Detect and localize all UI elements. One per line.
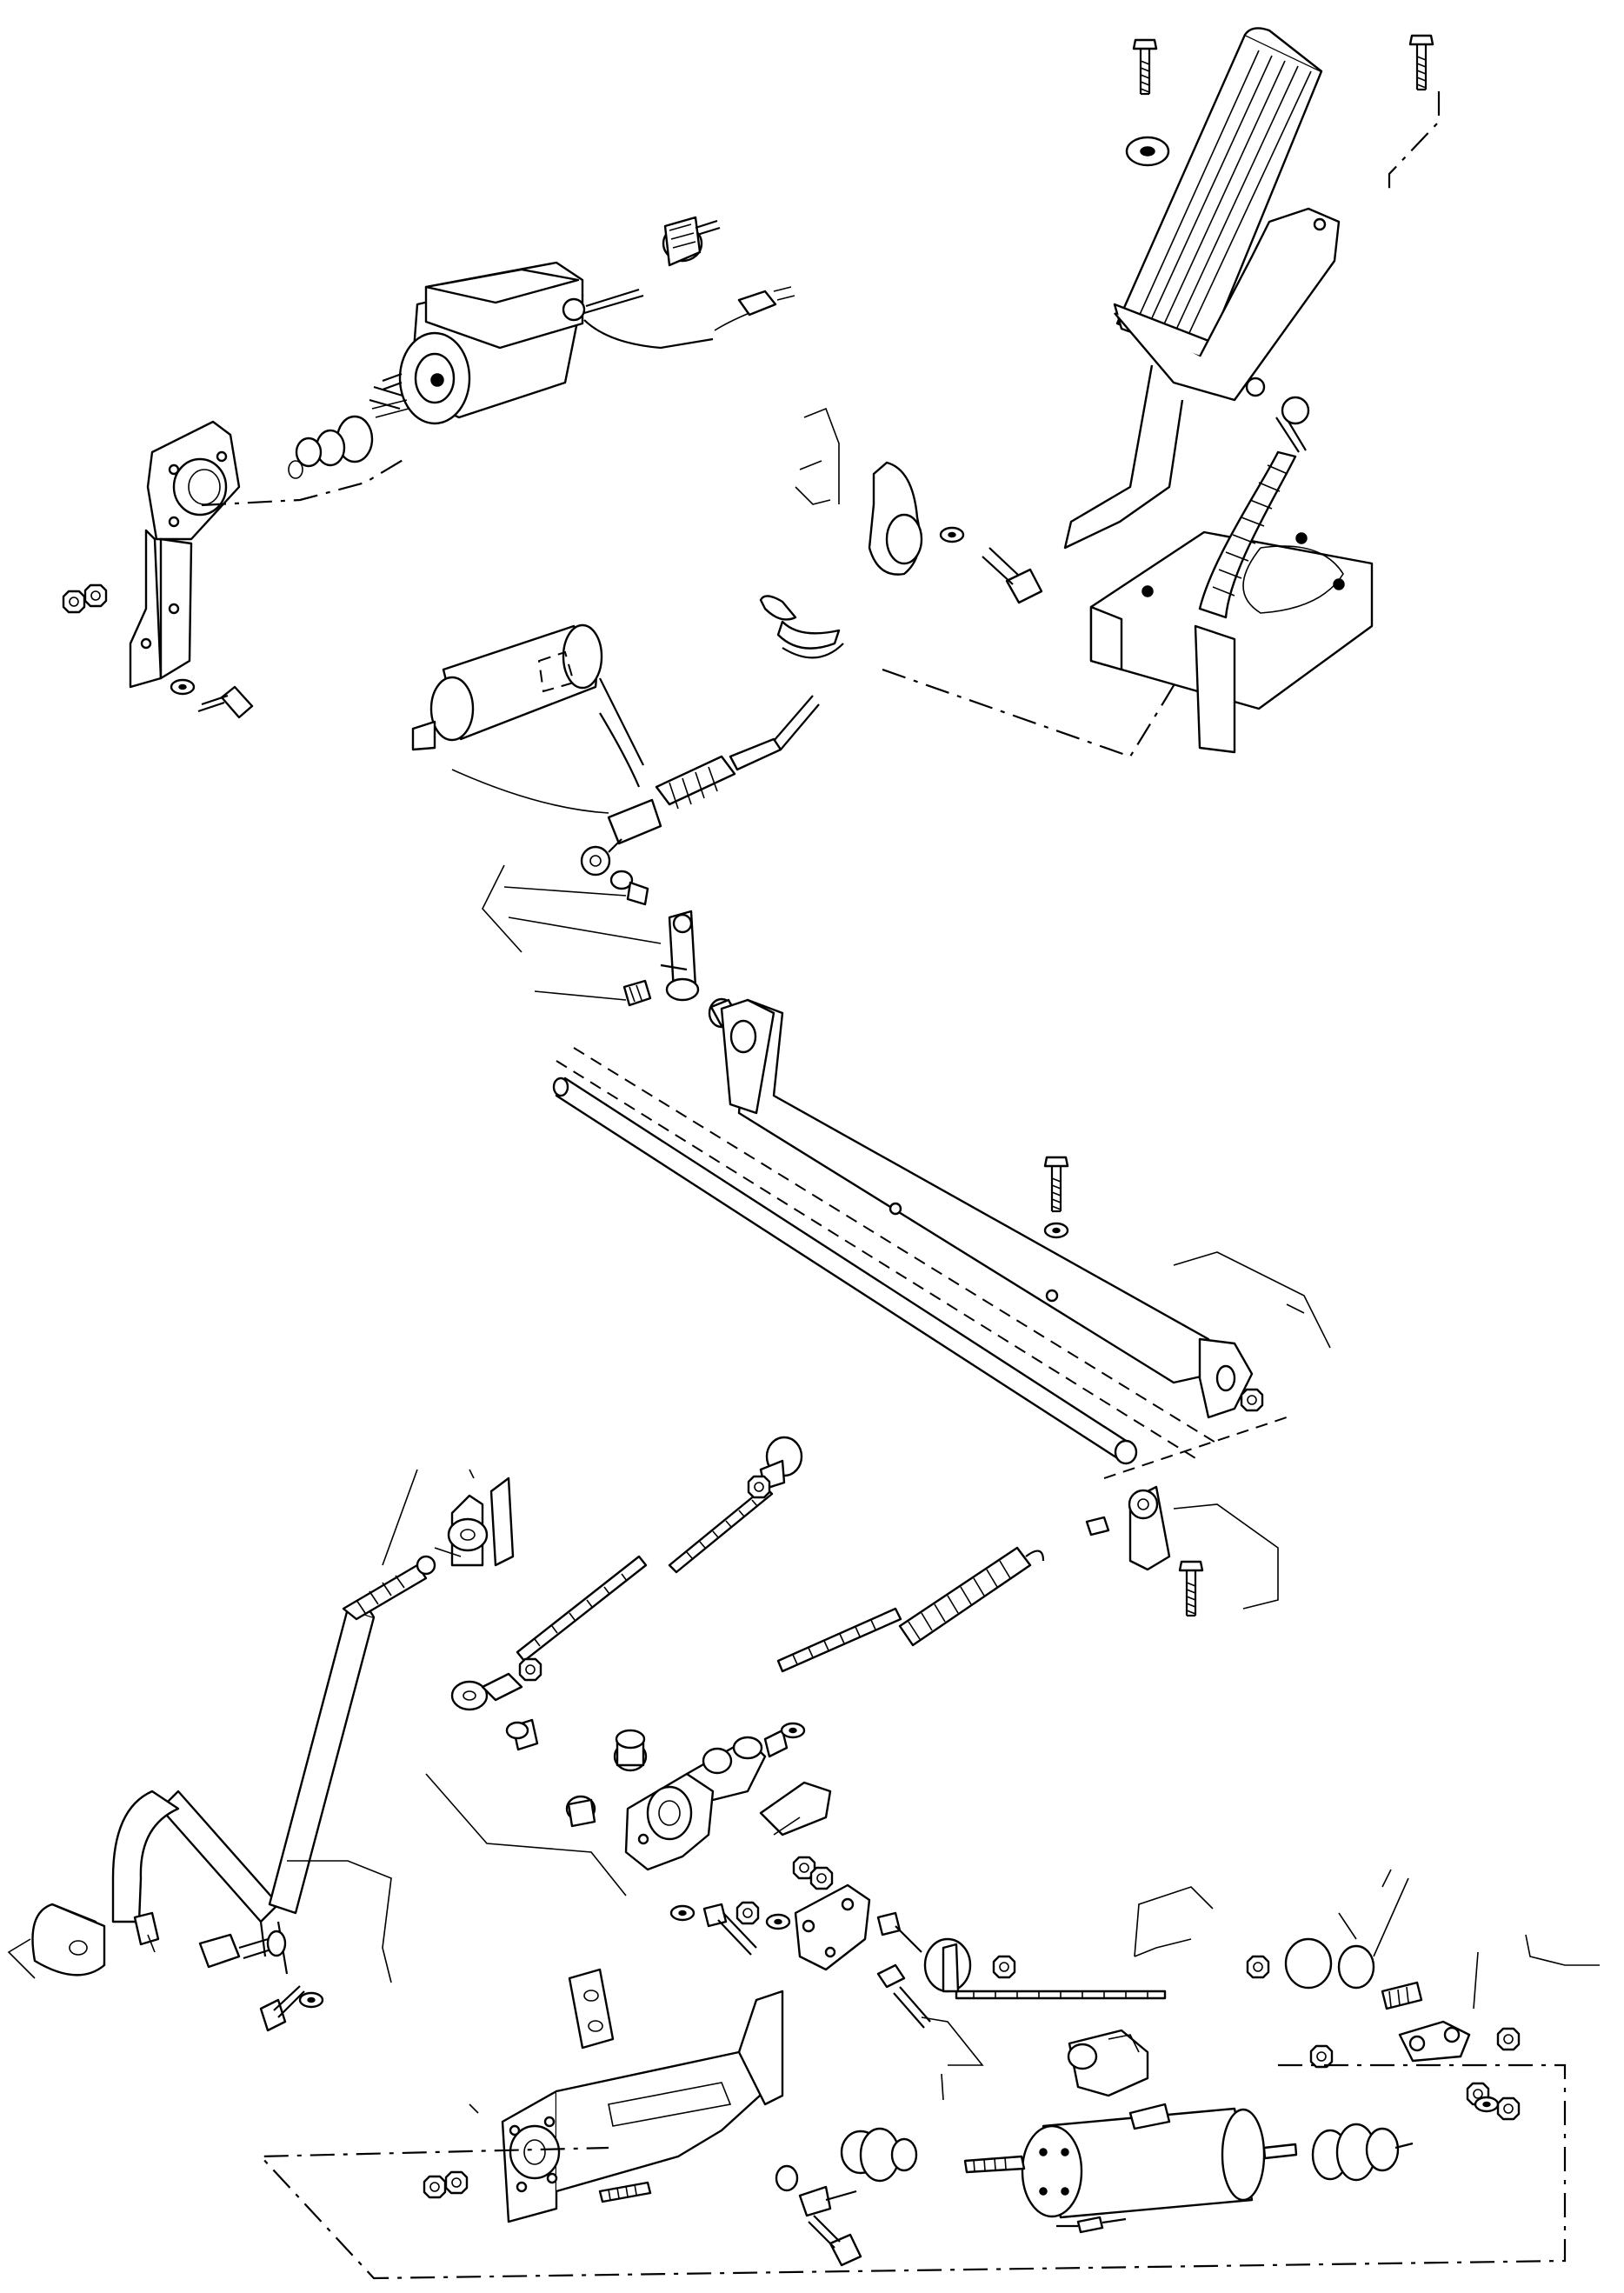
- shaft-support-bracket: [720, 998, 1254, 1419]
- lever-knob: [7, 1903, 106, 1979]
- lever-bolt: [259, 1985, 305, 2032]
- support-washer: [1043, 1222, 1069, 1239]
- solenoid-dashed-guide: [201, 456, 409, 507]
- support-nut: [1240, 1388, 1264, 1412]
- spring-lever-bolt: [1178, 1560, 1204, 1617]
- control-rod-nut: [1309, 2044, 1334, 2069]
- small-bushings: [505, 1718, 648, 1828]
- lower-bushing: [840, 2127, 918, 2183]
- lower-bracket-leader: [469, 2103, 479, 2114]
- bracket-nut: [62, 590, 86, 614]
- support-bolt: [1043, 1156, 1069, 1213]
- lower-cylinder-leader: [941, 2073, 944, 2101]
- lever-plate: [794, 1883, 871, 1971]
- return-spring: [898, 1546, 1045, 1647]
- lower-bracket-fasteners: [423, 2164, 857, 2217]
- clevis: [685, 1722, 806, 1802]
- spring-lever: [1085, 1485, 1171, 1571]
- pedal-base-plate: [1089, 530, 1374, 754]
- plate-nut-2: [809, 1866, 834, 1890]
- shaft-dashed-guide: [556, 1047, 1218, 1462]
- ball-joints: [450, 1436, 1375, 1993]
- linkage-lever: [660, 910, 700, 1002]
- lower-cylinder-washer: [1474, 2096, 1500, 2113]
- plate-washer: [765, 1913, 791, 1930]
- plate-nut-3: [735, 1901, 760, 1925]
- control-rod-nut-2: [1496, 2027, 1521, 2051]
- cross-shaft: [552, 1077, 1138, 1465]
- support-dashed-guide: [1103, 1416, 1288, 1479]
- bracket-nut-2: [83, 583, 108, 608]
- cable-pin: [609, 870, 649, 906]
- linkage-bracket-line: [482, 864, 522, 953]
- lever-leader-lines: [382, 1469, 475, 1566]
- solenoid-seal: [288, 415, 374, 479]
- support-bracket-line: [1173, 1251, 1331, 1349]
- lever-block: [568, 1968, 615, 2050]
- bracket-bolt: [170, 678, 254, 719]
- lower-dashed-guide: [258, 2063, 1567, 2280]
- cable-sleeve: [411, 623, 603, 751]
- clip-bolt: [982, 547, 1043, 604]
- lower-actuator-cylinder: [963, 2103, 1298, 2219]
- hose-clamp: [759, 595, 844, 659]
- solenoid-actuator: [382, 261, 584, 425]
- pedal-cable-guide: [882, 668, 1179, 758]
- rubber-boot: [1198, 450, 1297, 619]
- linkage-spring: [622, 979, 652, 1007]
- plate-bolts: [702, 1903, 931, 2029]
- solenoid-spring: [369, 385, 409, 418]
- lever-leader-short: [434, 1547, 462, 1557]
- lower-rod-leader: [1134, 1886, 1214, 1957]
- clip-washer: [939, 526, 965, 543]
- lower-rod-leader-4: [921, 2016, 984, 2066]
- accelerator-pedal: [1113, 27, 1323, 367]
- p-clip: [795, 407, 923, 576]
- threaded-link-rods: [516, 1485, 1167, 2000]
- lever-plate-line: [287, 1860, 392, 1983]
- lower-rod-leader-3: [1473, 1934, 1600, 2010]
- pedal-dashed-guide: [1388, 91, 1441, 196]
- lower-mounting-bracket: [501, 1990, 784, 2223]
- solenoid-plug: [662, 216, 721, 267]
- spring-lever-line: [1173, 1503, 1279, 1610]
- pedal-bolt-right: [1408, 34, 1434, 91]
- pedal-bolt-left: [1132, 38, 1158, 96]
- pedal-pivot-bracket: [1063, 207, 1341, 550]
- lower-cylinder-head: [1067, 2029, 1149, 2097]
- lever-bracket-line: [425, 1773, 627, 1896]
- friction-plate: [624, 1772, 715, 1871]
- lower-control-rod: [1381, 1981, 1471, 2063]
- clevis-pin: [759, 1781, 832, 1836]
- throttle-cable: [451, 677, 820, 877]
- plate-washer-2: [669, 1904, 696, 1922]
- ball-joint-rod: [1275, 396, 1310, 453]
- linkage-leader-lines: [503, 886, 662, 1001]
- control-rod-nut-4: [1496, 2096, 1521, 2121]
- lever-mount-bracket: [447, 1476, 515, 1567]
- solenoid-cable: [562, 286, 795, 350]
- lower-rod-leader-2: [1338, 1869, 1409, 1957]
- lower-bolt: [808, 2215, 862, 2267]
- pedal-washer: [1125, 136, 1170, 167]
- lower-pin: [1056, 2216, 1127, 2234]
- hand-throttle-lever: [111, 1555, 436, 1975]
- solenoid-mounting-bracket: [129, 420, 241, 689]
- lower-cylinder-boot: [1311, 2123, 1414, 2182]
- lever-cable-end: [133, 1911, 287, 1969]
- lever-washer: [298, 1991, 324, 2009]
